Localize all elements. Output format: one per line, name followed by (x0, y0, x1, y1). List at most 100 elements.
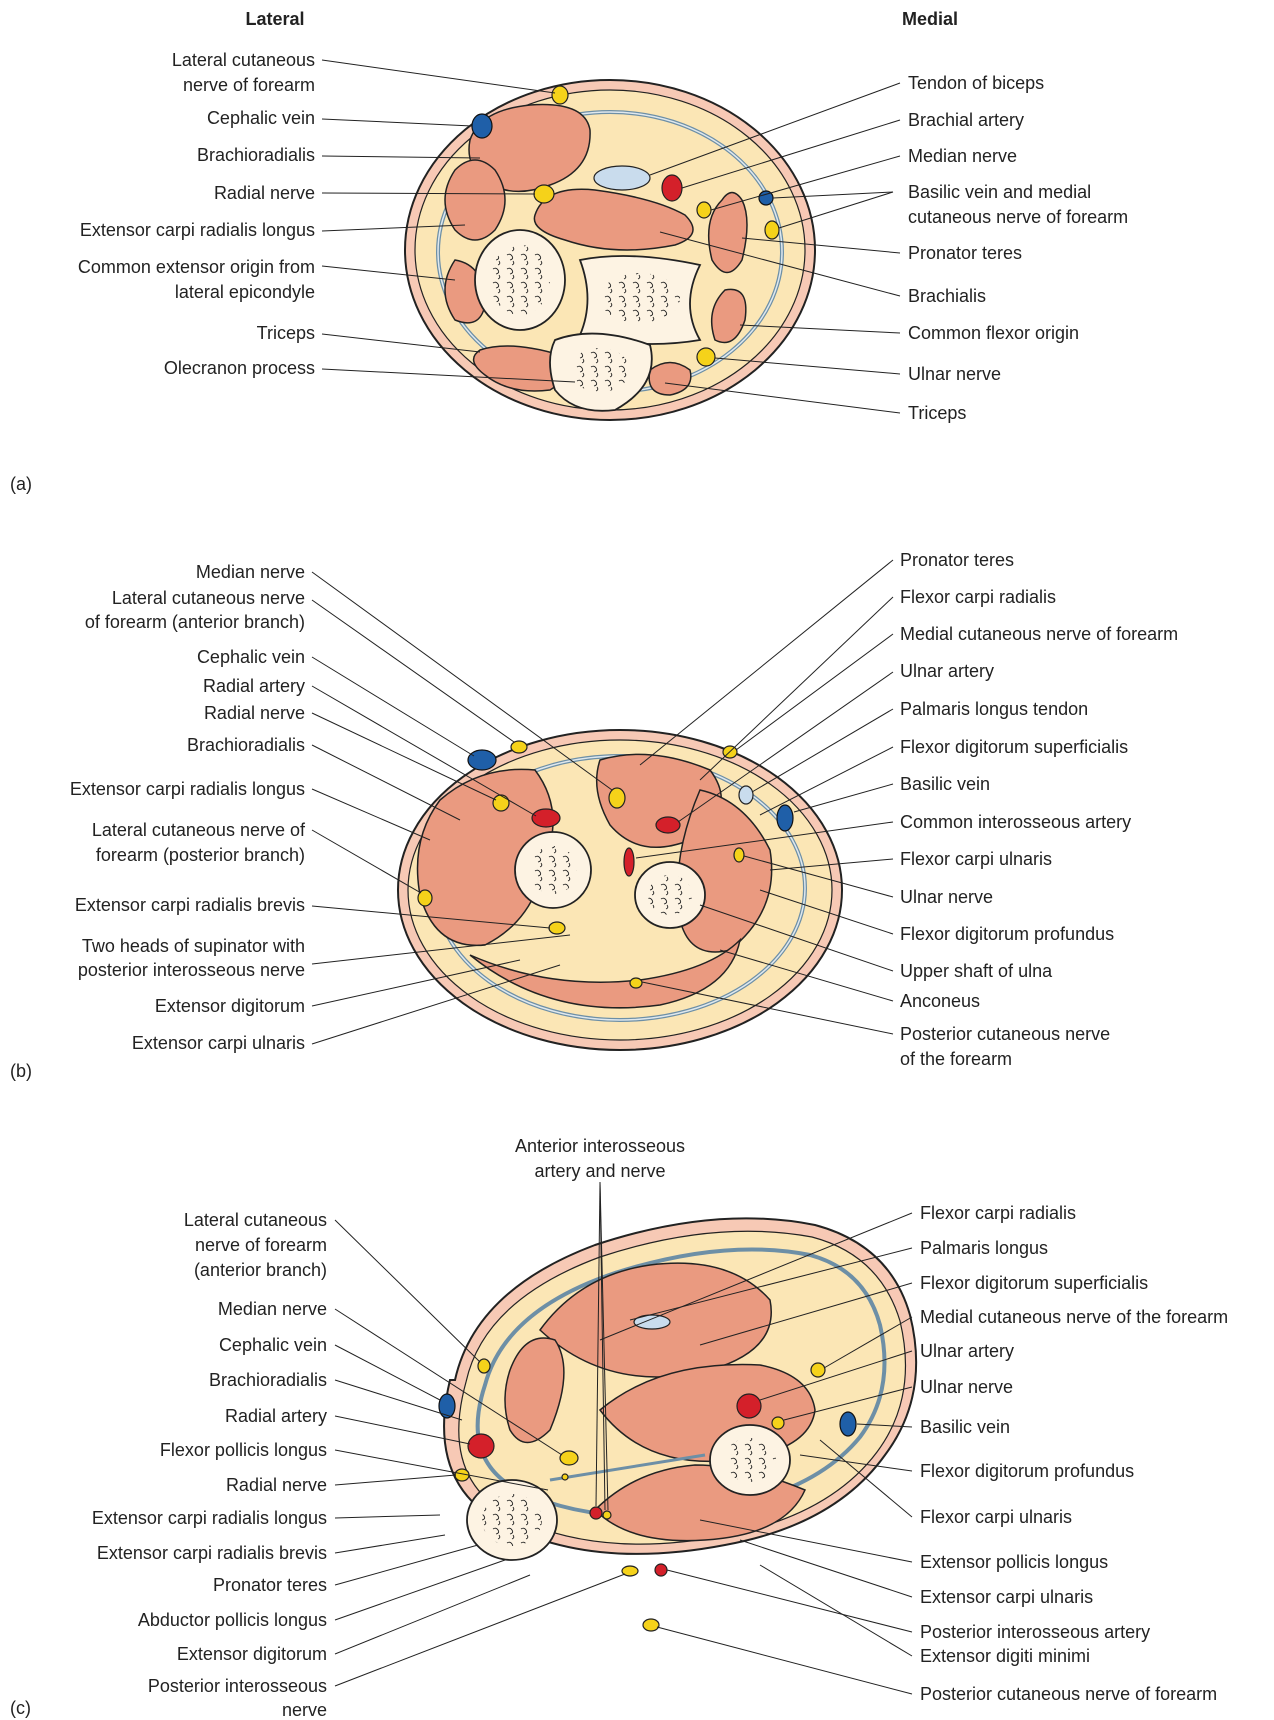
cephalic-vein-c (439, 1394, 455, 1418)
label: Tendon of biceps (908, 73, 1044, 93)
medial-cut-nerve-c (811, 1363, 825, 1377)
label: Ulnar nerve (908, 364, 1001, 384)
label: Radial nerve (204, 703, 305, 723)
basilic-vein-b (777, 805, 793, 831)
label: Radial artery (203, 676, 305, 696)
label: Pronator teres (900, 550, 1014, 570)
label: Cephalic vein (219, 1335, 327, 1355)
label: Palmaris longus (920, 1238, 1048, 1258)
label: Palmaris longus tendon (900, 699, 1088, 719)
label: Brachialis (908, 286, 986, 306)
label: Posterior interosseous artery (920, 1622, 1150, 1642)
label: Extensor carpi radialis brevis (97, 1543, 327, 1563)
label: Basilic vein (900, 774, 990, 794)
common-interosseous-artery (624, 848, 634, 876)
label: Abductor pollicis longus (138, 1610, 327, 1630)
median-nerve-a (697, 202, 711, 218)
panel-c-label: (c) (10, 1698, 31, 1718)
label: Medial cutaneous nerve of the forearm (920, 1307, 1228, 1327)
label: Extensor carpi ulnaris (132, 1033, 305, 1053)
label: Triceps (908, 403, 966, 423)
label: Flexor digitorum superficialis (900, 737, 1128, 757)
label: Extensor pollicis longus (920, 1552, 1108, 1572)
label: Posterior cutaneous nerveof the forearm (900, 1024, 1110, 1069)
lateral-cutaneous-nerve-a (552, 86, 568, 104)
section-c-drawing (439, 1218, 916, 1631)
label: Flexor digitorum profundus (900, 924, 1114, 944)
ulnar-artery-c (737, 1394, 761, 1418)
label: Brachioradialis (197, 145, 315, 165)
label: Extensor digitorum (155, 996, 305, 1016)
basilic-vein-c (840, 1412, 856, 1436)
label: Extensor carpi radialis longus (92, 1508, 327, 1528)
label: Median nerve (218, 1299, 327, 1319)
radial-nerve-a (534, 185, 554, 203)
median-nerve-b (609, 788, 625, 808)
label: Flexor carpi ulnaris (900, 849, 1052, 869)
anterior-interosseous-nerve (603, 1511, 611, 1519)
anterior-interosseous-label: Anterior interosseousartery and nerve (515, 1136, 685, 1181)
panel-a-label: (a) (10, 474, 32, 494)
radial-nerve-b (493, 795, 509, 811)
label: Posterior interosseousnerve (148, 1676, 327, 1720)
label: Flexor digitorum superficialis (920, 1273, 1148, 1293)
brachial-artery (662, 175, 682, 201)
label: Flexor carpi radialis (920, 1203, 1076, 1223)
ulnar-nerve-b (734, 848, 744, 862)
panel-b-label: (b) (10, 1061, 32, 1081)
posterior-cutaneous-nerve-b (630, 978, 642, 988)
ulnar-nerve-c (772, 1417, 784, 1429)
right-labels-b: Pronator teres Flexor carpi radialis Med… (900, 550, 1178, 1069)
label: Pronator teres (213, 1575, 327, 1595)
median-nerve-c (560, 1451, 578, 1465)
label: Brachial artery (908, 110, 1024, 130)
label: Extensor digitorum (177, 1644, 327, 1664)
ulnar-artery-b (656, 817, 680, 833)
label: Medial cutaneous nerve of forearm (900, 624, 1178, 644)
label: Median nerve (196, 562, 305, 582)
label: Anconeus (900, 991, 980, 1011)
medial-header: Medial (902, 9, 958, 29)
label: Extensor digiti minimi (920, 1646, 1090, 1666)
lat-cut-nerve-ant-c (478, 1359, 490, 1373)
label: Extensor carpi radialis longus (80, 220, 315, 240)
label: Radial nerve (226, 1475, 327, 1495)
label: Flexor digitorum profundus (920, 1461, 1134, 1481)
left-labels-b: Median nerve Lateral cutaneous nerveof f… (70, 562, 306, 1053)
radial-artery-c (468, 1434, 494, 1458)
lateral-header: Lateral (245, 9, 304, 29)
label: Posterior cutaneous nerve of forearm (920, 1684, 1217, 1704)
radial-artery-b (532, 809, 560, 827)
label: Basilic vein (920, 1417, 1010, 1437)
label: Pronator teres (908, 243, 1022, 263)
label: Radial nerve (214, 183, 315, 203)
panel-a: Lateral Medial (10, 9, 1128, 494)
lat-cut-nerve-ant-b (511, 741, 527, 753)
label: Ulnar artery (900, 661, 994, 681)
label: Triceps (257, 323, 315, 343)
medial-cutaneous-nerve-a (765, 221, 779, 239)
cephalic-vein-b (468, 750, 496, 770)
section-a-drawing (405, 80, 815, 420)
label: Extensor carpi radialis longus (70, 779, 305, 799)
right-labels-c: Flexor carpi radialis Palmaris longus Fl… (920, 1203, 1228, 1704)
label: Common interosseous artery (900, 812, 1131, 832)
label: Cephalic vein (197, 647, 305, 667)
label: Median nerve (908, 146, 1017, 166)
label: Upper shaft of ulna (900, 961, 1053, 981)
ulnar-nerve-a (697, 348, 715, 366)
anterior-interosseous-artery (590, 1507, 602, 1519)
label: Ulnar nerve (920, 1377, 1013, 1397)
label: Extensor carpi radialis brevis (75, 895, 305, 915)
label: Lateral cutaneousnerve of forearm (172, 50, 315, 95)
